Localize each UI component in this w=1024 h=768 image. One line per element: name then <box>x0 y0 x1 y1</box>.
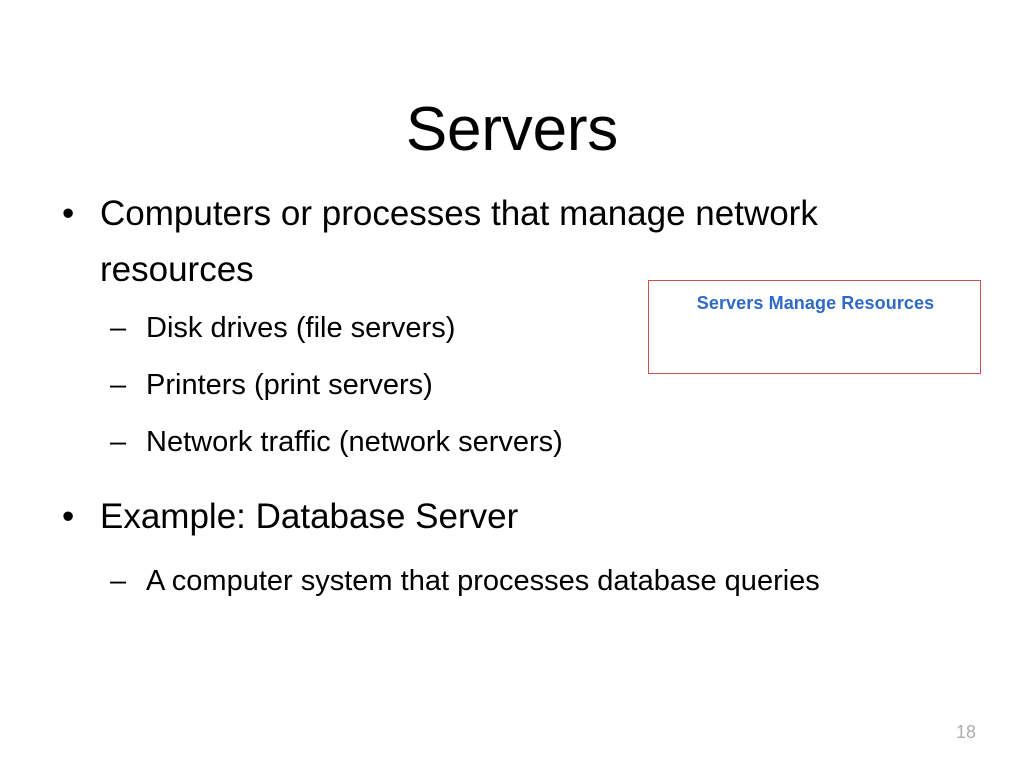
list-item: – Disk drives (file servers) <box>0 300 1024 357</box>
callout-box-label: Servers Manage Resources <box>696 293 935 313</box>
list-item-label: Network traffic (network servers) <box>146 426 563 458</box>
list-item: – Printers (print servers) <box>0 357 1024 414</box>
list-item-label: Example: Database Server <box>100 497 519 536</box>
list-item: • Example: Database Server <box>0 489 1024 545</box>
page-title: Servers <box>405 94 619 164</box>
bullet-marker-dot: • <box>62 497 75 536</box>
list-item: • Computers or processes that manage net… <box>0 186 1024 298</box>
bullet-marker-dash: – <box>110 312 127 344</box>
list-item-label: Printers (print servers) <box>146 369 433 401</box>
list-item: – A computer system that processes datab… <box>0 553 1024 610</box>
list-item: – Network traffic (network servers) <box>0 414 1024 471</box>
list-item-label: Disk drives (file servers) <box>146 312 456 344</box>
bullet-marker-dot: • <box>62 194 75 233</box>
bullet-list: • Computers or processes that manage net… <box>0 186 1024 610</box>
bullet-marker-dash: – <box>110 565 127 597</box>
bullet-marker-dash: – <box>110 369 127 401</box>
list-item-label: Computers or processes that manage netwo… <box>100 194 818 289</box>
page-number: 18 <box>955 722 976 742</box>
list-item-label: A computer system that processes databas… <box>146 565 820 597</box>
callout-box: Servers Manage Resources <box>648 280 981 374</box>
bullet-marker-dash: – <box>110 426 127 458</box>
